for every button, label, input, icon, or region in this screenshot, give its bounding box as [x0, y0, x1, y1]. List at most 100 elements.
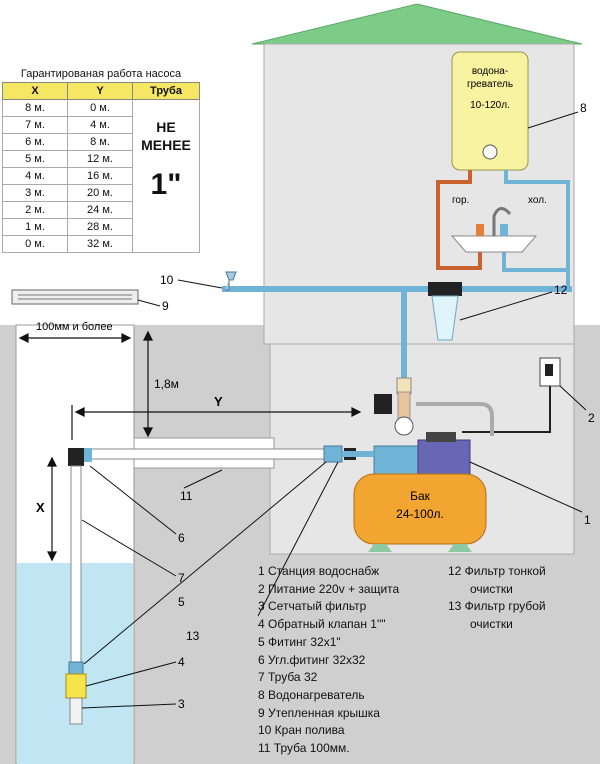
suction-pipe	[85, 448, 325, 460]
legend-item: 13 Фильтр грубой	[448, 599, 546, 614]
legend-right: 12 Фильтр тонкой очистки 13 Фильтр грубо…	[448, 563, 546, 634]
legend-item: 4 Обратный клапан 1""	[258, 617, 386, 632]
header-y: Y	[67, 82, 133, 100]
cell-x: 4 м.	[2, 167, 68, 185]
legend-item: очистки	[470, 617, 513, 632]
cell-y: 16 м.	[67, 167, 133, 185]
cell-x: 5 м.	[2, 150, 68, 168]
legend-item: 5 Фитинг 32х1"	[258, 634, 341, 649]
legend-item: очистки	[470, 581, 513, 596]
mesh-filter	[69, 697, 83, 725]
pump-table: X Y Труба 8 м. 0 м. НЕ МЕНЕЕ 1" 7 м.4 м.…	[2, 82, 200, 253]
insulated-cover	[11, 289, 139, 305]
callout-6: 6	[178, 531, 185, 545]
cell-x: 6 м.	[2, 133, 68, 151]
callout-9: 9	[162, 299, 169, 313]
heater-label-3: 10-120л.	[470, 100, 510, 111]
coarse-filter	[323, 445, 343, 463]
pipe-note-2: МЕНЕЕ	[141, 137, 191, 153]
x-dimension: X	[36, 500, 45, 515]
callout-5: 5	[178, 595, 185, 609]
pipe-size: 1"	[150, 168, 182, 201]
check-valve	[65, 673, 87, 699]
corner-fitting	[68, 448, 84, 466]
fitting-32x1	[68, 661, 84, 675]
faucet	[492, 207, 512, 236]
legend-item: 8 Водонагреватель	[258, 687, 365, 702]
roof	[251, 3, 583, 45]
cell-x: 7 м.	[2, 116, 68, 134]
width-dimension: 100мм и более	[36, 321, 113, 333]
drop-pipe	[70, 465, 82, 665]
cell-y: 0 м.	[67, 99, 133, 117]
legend-item: 1 Станция водоснабж	[258, 564, 380, 578]
fine-filter-head	[428, 282, 462, 296]
fine-filter-bowl	[431, 295, 459, 341]
pump-performance-table: Гарантированая работа насоса X Y Труба 8…	[2, 66, 200, 253]
table-row: 5 м.12 м.	[2, 150, 200, 168]
table-row: 8 м. 0 м. НЕ МЕНЕЕ 1"	[2, 99, 200, 253]
sink-basin	[450, 235, 538, 253]
table-header-row: X Y Труба	[2, 82, 200, 100]
heater-label-2: греватель	[467, 79, 513, 90]
legend-item: 10 Кран полива	[258, 723, 345, 738]
garden-tap	[225, 271, 237, 291]
callout-2: 2	[588, 411, 595, 425]
callout-4: 4	[178, 655, 185, 669]
cell-x: 1 м.	[2, 218, 68, 236]
callout-13: 13	[186, 629, 200, 643]
cell-x: 8 м.	[2, 99, 68, 117]
header-x: X	[2, 82, 68, 100]
cell-y: 8 м.	[67, 133, 133, 151]
legend-left: 1 Станция водоснабж 2 Питание 220v + защ…	[258, 563, 399, 758]
table-row: 1 м.28 м.	[2, 218, 200, 236]
corner-fitting-blue	[84, 448, 92, 462]
table-row: 3 м.20 м.	[2, 184, 200, 202]
heater-label-1: водона-	[472, 66, 508, 77]
legend-item: 7 Труба 32	[258, 670, 318, 685]
callout-8: 8	[580, 101, 587, 115]
pipe-note-cell: НЕ МЕНЕЕ 1"	[132, 99, 200, 253]
cold-label: хол.	[528, 195, 547, 206]
header-pipe: Труба	[132, 82, 200, 100]
cell-y: 20 м.	[67, 184, 133, 202]
table-row: 0 м.32 м.	[2, 235, 200, 253]
table-row: 7 м.4 м.	[2, 116, 200, 134]
cell-y: 28 м.	[67, 218, 133, 236]
cell-x: 0 м.	[2, 235, 68, 253]
cell-y: 32 м.	[67, 235, 133, 253]
pressure-switch	[374, 394, 392, 414]
legend-item: 3 Сетчатый фильтр	[258, 599, 367, 614]
power-switch	[545, 364, 553, 376]
callout-10: 10	[160, 273, 174, 287]
hot-label: гор.	[452, 195, 469, 206]
tank	[353, 473, 487, 545]
pipe-note-1: НЕ	[156, 119, 176, 135]
hot-pipe	[436, 170, 482, 270]
cold-valve	[500, 224, 508, 236]
station-body	[397, 391, 411, 419]
tank-foot-left	[368, 544, 392, 552]
hose	[416, 402, 494, 436]
filter-to-pump	[342, 451, 374, 457]
cell-x: 2 м.	[2, 201, 68, 219]
heater-dial	[482, 144, 498, 160]
y-dimension: Y	[214, 394, 223, 409]
water-heater	[451, 51, 529, 171]
tank-foot-right	[448, 544, 472, 552]
pressure-gauge	[394, 416, 414, 436]
legend-item: 11 Труба 100мм.	[258, 741, 350, 756]
legend-item: 6 Угл.фитинг 32х32	[258, 652, 366, 667]
legend-item: 9 Утепленная крышка	[258, 705, 380, 720]
callout-3: 3	[178, 697, 185, 711]
pump-cap	[426, 432, 456, 442]
legend-item: 12 Фильтр тонкой	[448, 564, 546, 578]
riser-pipe	[401, 292, 407, 382]
table-row: 6 м.8 м.	[2, 133, 200, 151]
callout-11: 11	[180, 489, 193, 503]
depth-dimension: 1,8м	[154, 377, 179, 391]
cell-x: 3 м.	[2, 184, 68, 202]
main-pipe	[222, 286, 572, 292]
cell-y: 24 м.	[67, 201, 133, 219]
